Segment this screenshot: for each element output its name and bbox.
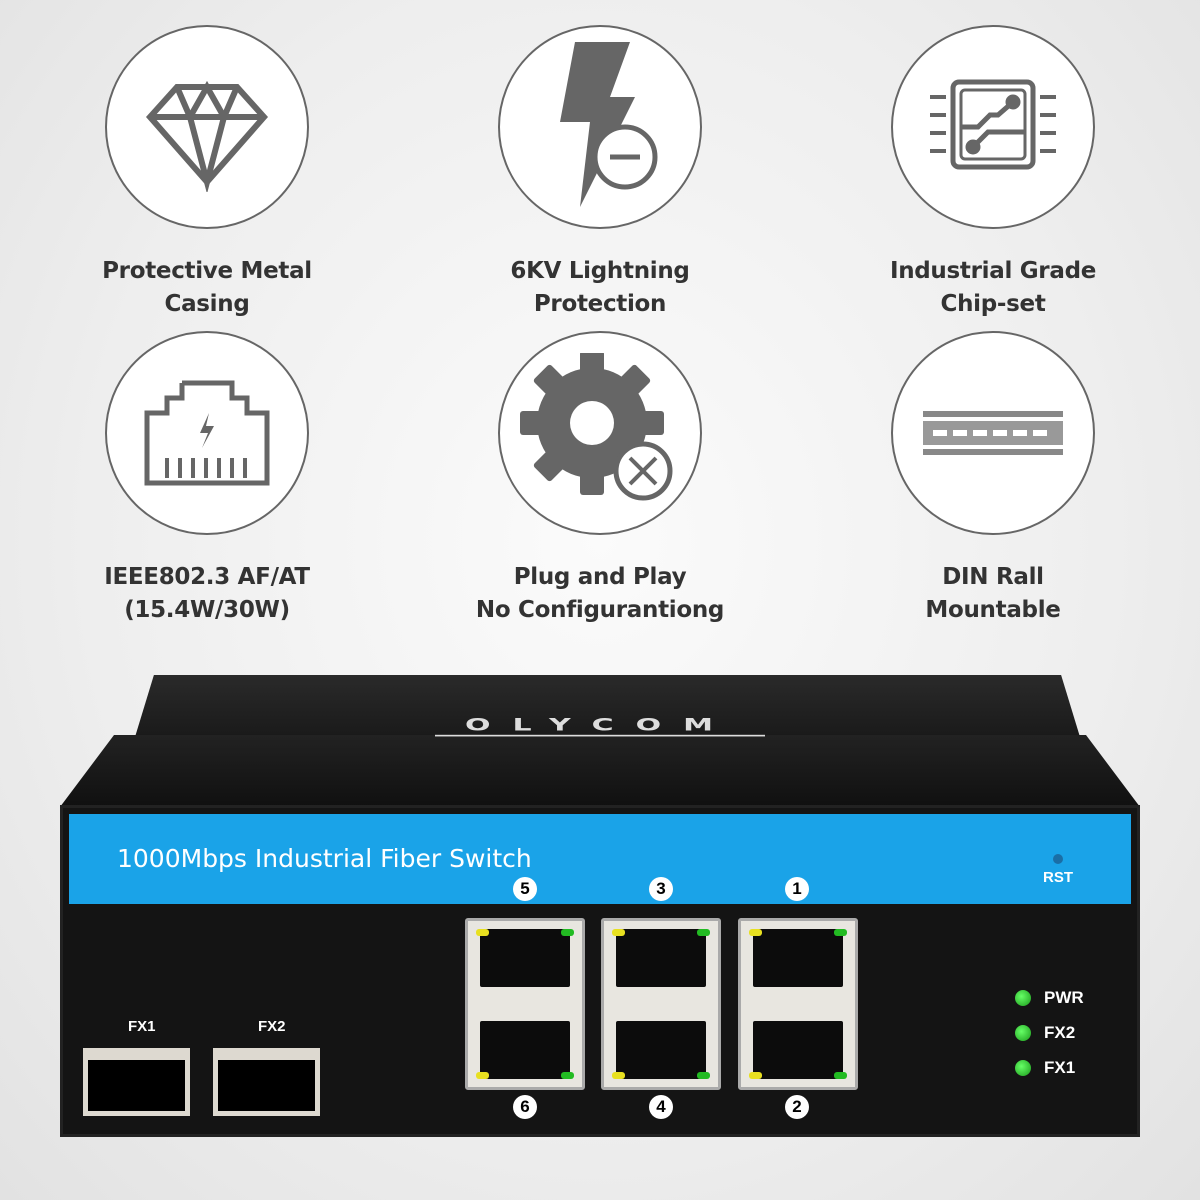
feature-label: IEEE802.3 AF/AT xyxy=(104,564,310,590)
port-number: 3 xyxy=(649,877,673,901)
feature-poe: IEEE802.3 AF/AT (15.4W/30W) xyxy=(47,331,367,627)
brand-logo: OLYCOM xyxy=(435,716,765,737)
rj45-port-1[interactable] xyxy=(753,929,843,987)
sfp-label: FX1 xyxy=(128,1018,156,1035)
act-led xyxy=(834,929,847,936)
rj45-port-stack xyxy=(738,918,858,1090)
feature-label: Protection xyxy=(533,291,667,317)
port-number: 5 xyxy=(513,877,537,901)
fiber-switch: OLYCOM 1000Mbps Industrial Fiber Switch … xyxy=(60,675,1140,1137)
link-led xyxy=(476,1072,489,1079)
rj45-port-6[interactable] xyxy=(480,1021,570,1079)
feature-label: Chip-set xyxy=(940,291,1046,317)
act-led xyxy=(697,929,710,936)
sfp-port-fx2[interactable] xyxy=(213,1048,320,1116)
port-number: 6 xyxy=(513,1095,537,1119)
rj45-port-stack xyxy=(601,918,721,1090)
feature-label: DIN Rall xyxy=(942,564,1044,590)
diamond-icon xyxy=(105,25,309,229)
feature-label: (15.4W/30W) xyxy=(124,597,290,623)
ethernet-port-icon xyxy=(105,331,309,535)
product-title: 1000Mbps Industrial Fiber Switch xyxy=(117,844,532,873)
link-led xyxy=(749,929,762,936)
sfp-label: FX2 xyxy=(258,1018,286,1035)
reset-button[interactable] xyxy=(1053,854,1063,864)
link-led xyxy=(749,1072,762,1079)
switch-top-panel xyxy=(135,675,1080,737)
switch-upper-panel xyxy=(60,735,1140,807)
link-led xyxy=(476,929,489,936)
port-number: 1 xyxy=(785,877,809,901)
led-label: FX1 xyxy=(1044,1058,1076,1077)
din-rail-icon xyxy=(891,331,1095,535)
act-led xyxy=(561,1072,574,1079)
feature-label: Protective Metal xyxy=(102,258,312,284)
link-led xyxy=(612,929,625,936)
port-number: 4 xyxy=(649,1095,673,1119)
fx2-led xyxy=(1015,1025,1031,1041)
rj45-port-2[interactable] xyxy=(753,1021,843,1079)
feature-label: Plug and Play xyxy=(513,564,687,590)
feature-label: Industrial Grade xyxy=(889,258,1097,284)
fx1-led xyxy=(1015,1060,1031,1076)
rj45-port-stack xyxy=(465,918,585,1090)
port-number: 2 xyxy=(785,1095,809,1119)
chip-icon xyxy=(891,25,1095,229)
link-led xyxy=(612,1072,625,1079)
feature-label: 6KV Lightning xyxy=(510,258,690,284)
feature-plug-play: Plug and Play No Configurantiong xyxy=(440,331,760,627)
act-led xyxy=(697,1072,710,1079)
rj45-port-5[interactable] xyxy=(480,929,570,987)
led-label: PWR xyxy=(1044,988,1084,1007)
feature-label: Casing xyxy=(164,291,250,317)
pwr-led xyxy=(1015,990,1031,1006)
lightning-icon xyxy=(498,25,702,229)
rj45-port-3[interactable] xyxy=(616,929,706,987)
feature-label: No Configurantiong xyxy=(475,597,725,623)
act-led xyxy=(834,1072,847,1079)
led-label: FX2 xyxy=(1044,1023,1076,1042)
gear-icon xyxy=(498,331,702,535)
switch-front-panel: 1000Mbps Industrial Fiber Switch RST 5 3… xyxy=(60,805,1140,1137)
feature-label: Mountable xyxy=(925,597,1061,623)
act-led xyxy=(561,929,574,936)
rj45-port-4[interactable] xyxy=(616,1021,706,1079)
reset-label: RST xyxy=(1043,869,1073,886)
label-strip: 1000Mbps Industrial Fiber Switch RST xyxy=(69,814,1131,904)
sfp-port-fx1[interactable] xyxy=(83,1048,190,1116)
